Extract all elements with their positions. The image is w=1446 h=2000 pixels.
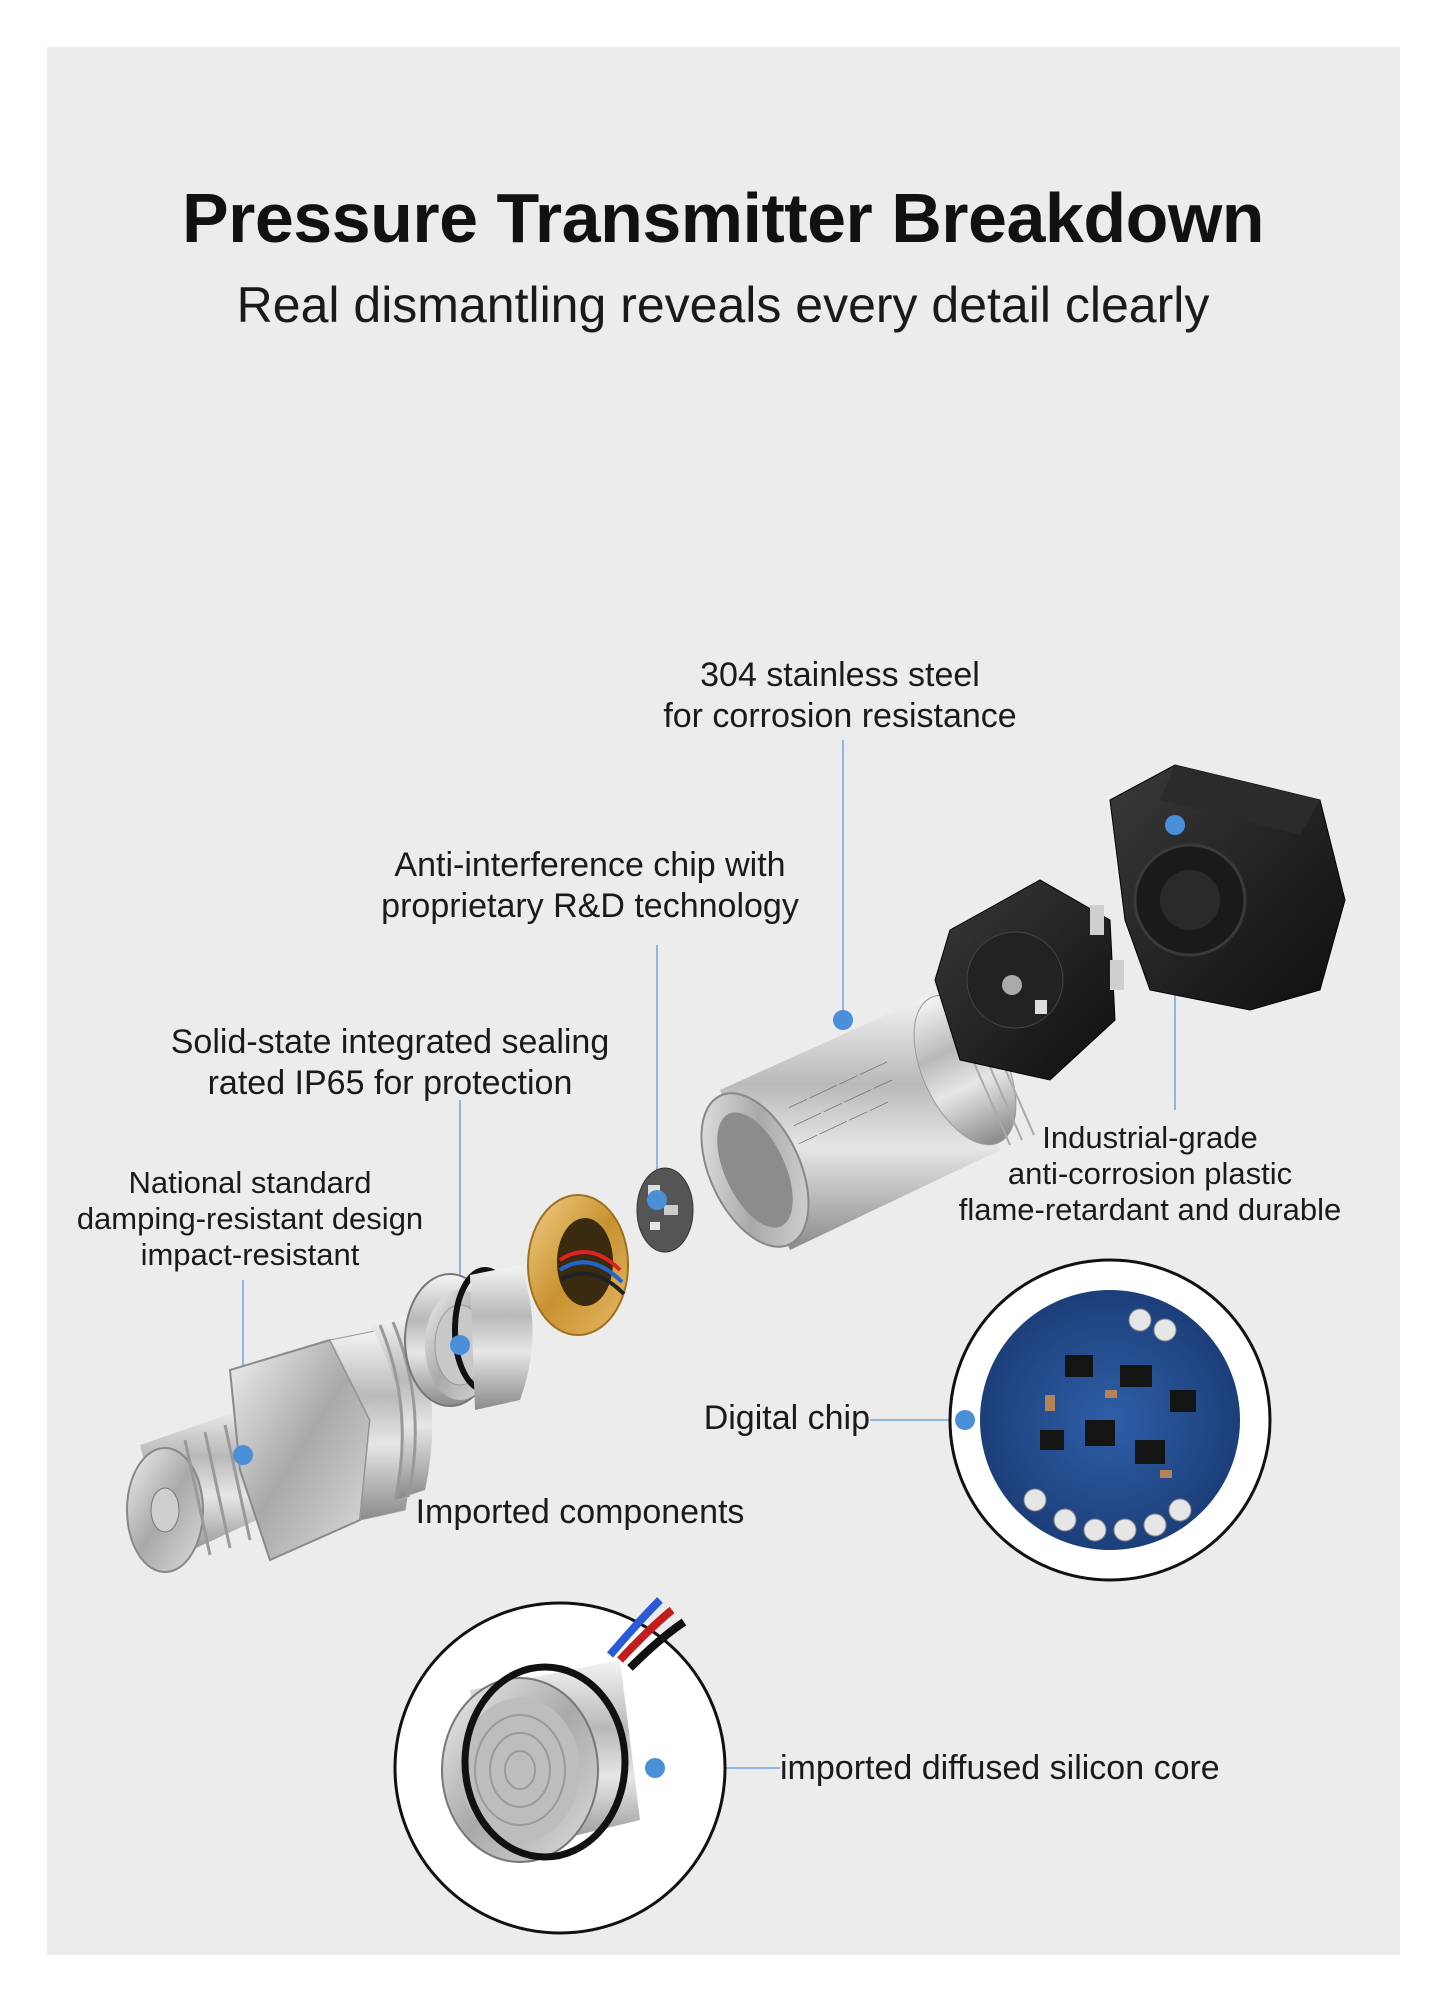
stainless-housing: —— ——— —— ——— ——— —— ——— —— —— ——— —— ——	[700, 974, 1035, 1250]
pressure-port	[126, 1315, 433, 1573]
page-title: Pressure Transmitter Breakdown	[181, 179, 1265, 257]
digital-chip-zoom	[948, 1258, 1272, 1582]
callout-chip: Anti-interference chip with proprietary …	[381, 846, 799, 925]
callout-core: imported diffused silicon core	[780, 1749, 1220, 1787]
silicon-core-zoom	[393, 1597, 727, 1935]
chip-board	[636, 1167, 694, 1253]
callout-sealing: Solid-state integrated sealing rated IP6…	[170, 1023, 610, 1102]
page-subtitle: Real dismantling reveals every detail cl…	[236, 277, 1210, 333]
sensor-core	[404, 1265, 533, 1410]
callout-digital-chip: Digital chip	[703, 1399, 870, 1437]
connector-plug	[1109, 764, 1346, 1011]
callout-plastic: Industrial-grade anti-corrosion plastic …	[958, 1120, 1342, 1227]
connector-base	[934, 879, 1124, 1081]
brass-ring	[527, 1194, 629, 1336]
callout-damping: National standard damping-resistant desi…	[76, 1165, 424, 1272]
callout-housing: 304 stainless steel for corrosion resist…	[663, 656, 1017, 735]
callout-imported: Imported components	[415, 1493, 745, 1531]
